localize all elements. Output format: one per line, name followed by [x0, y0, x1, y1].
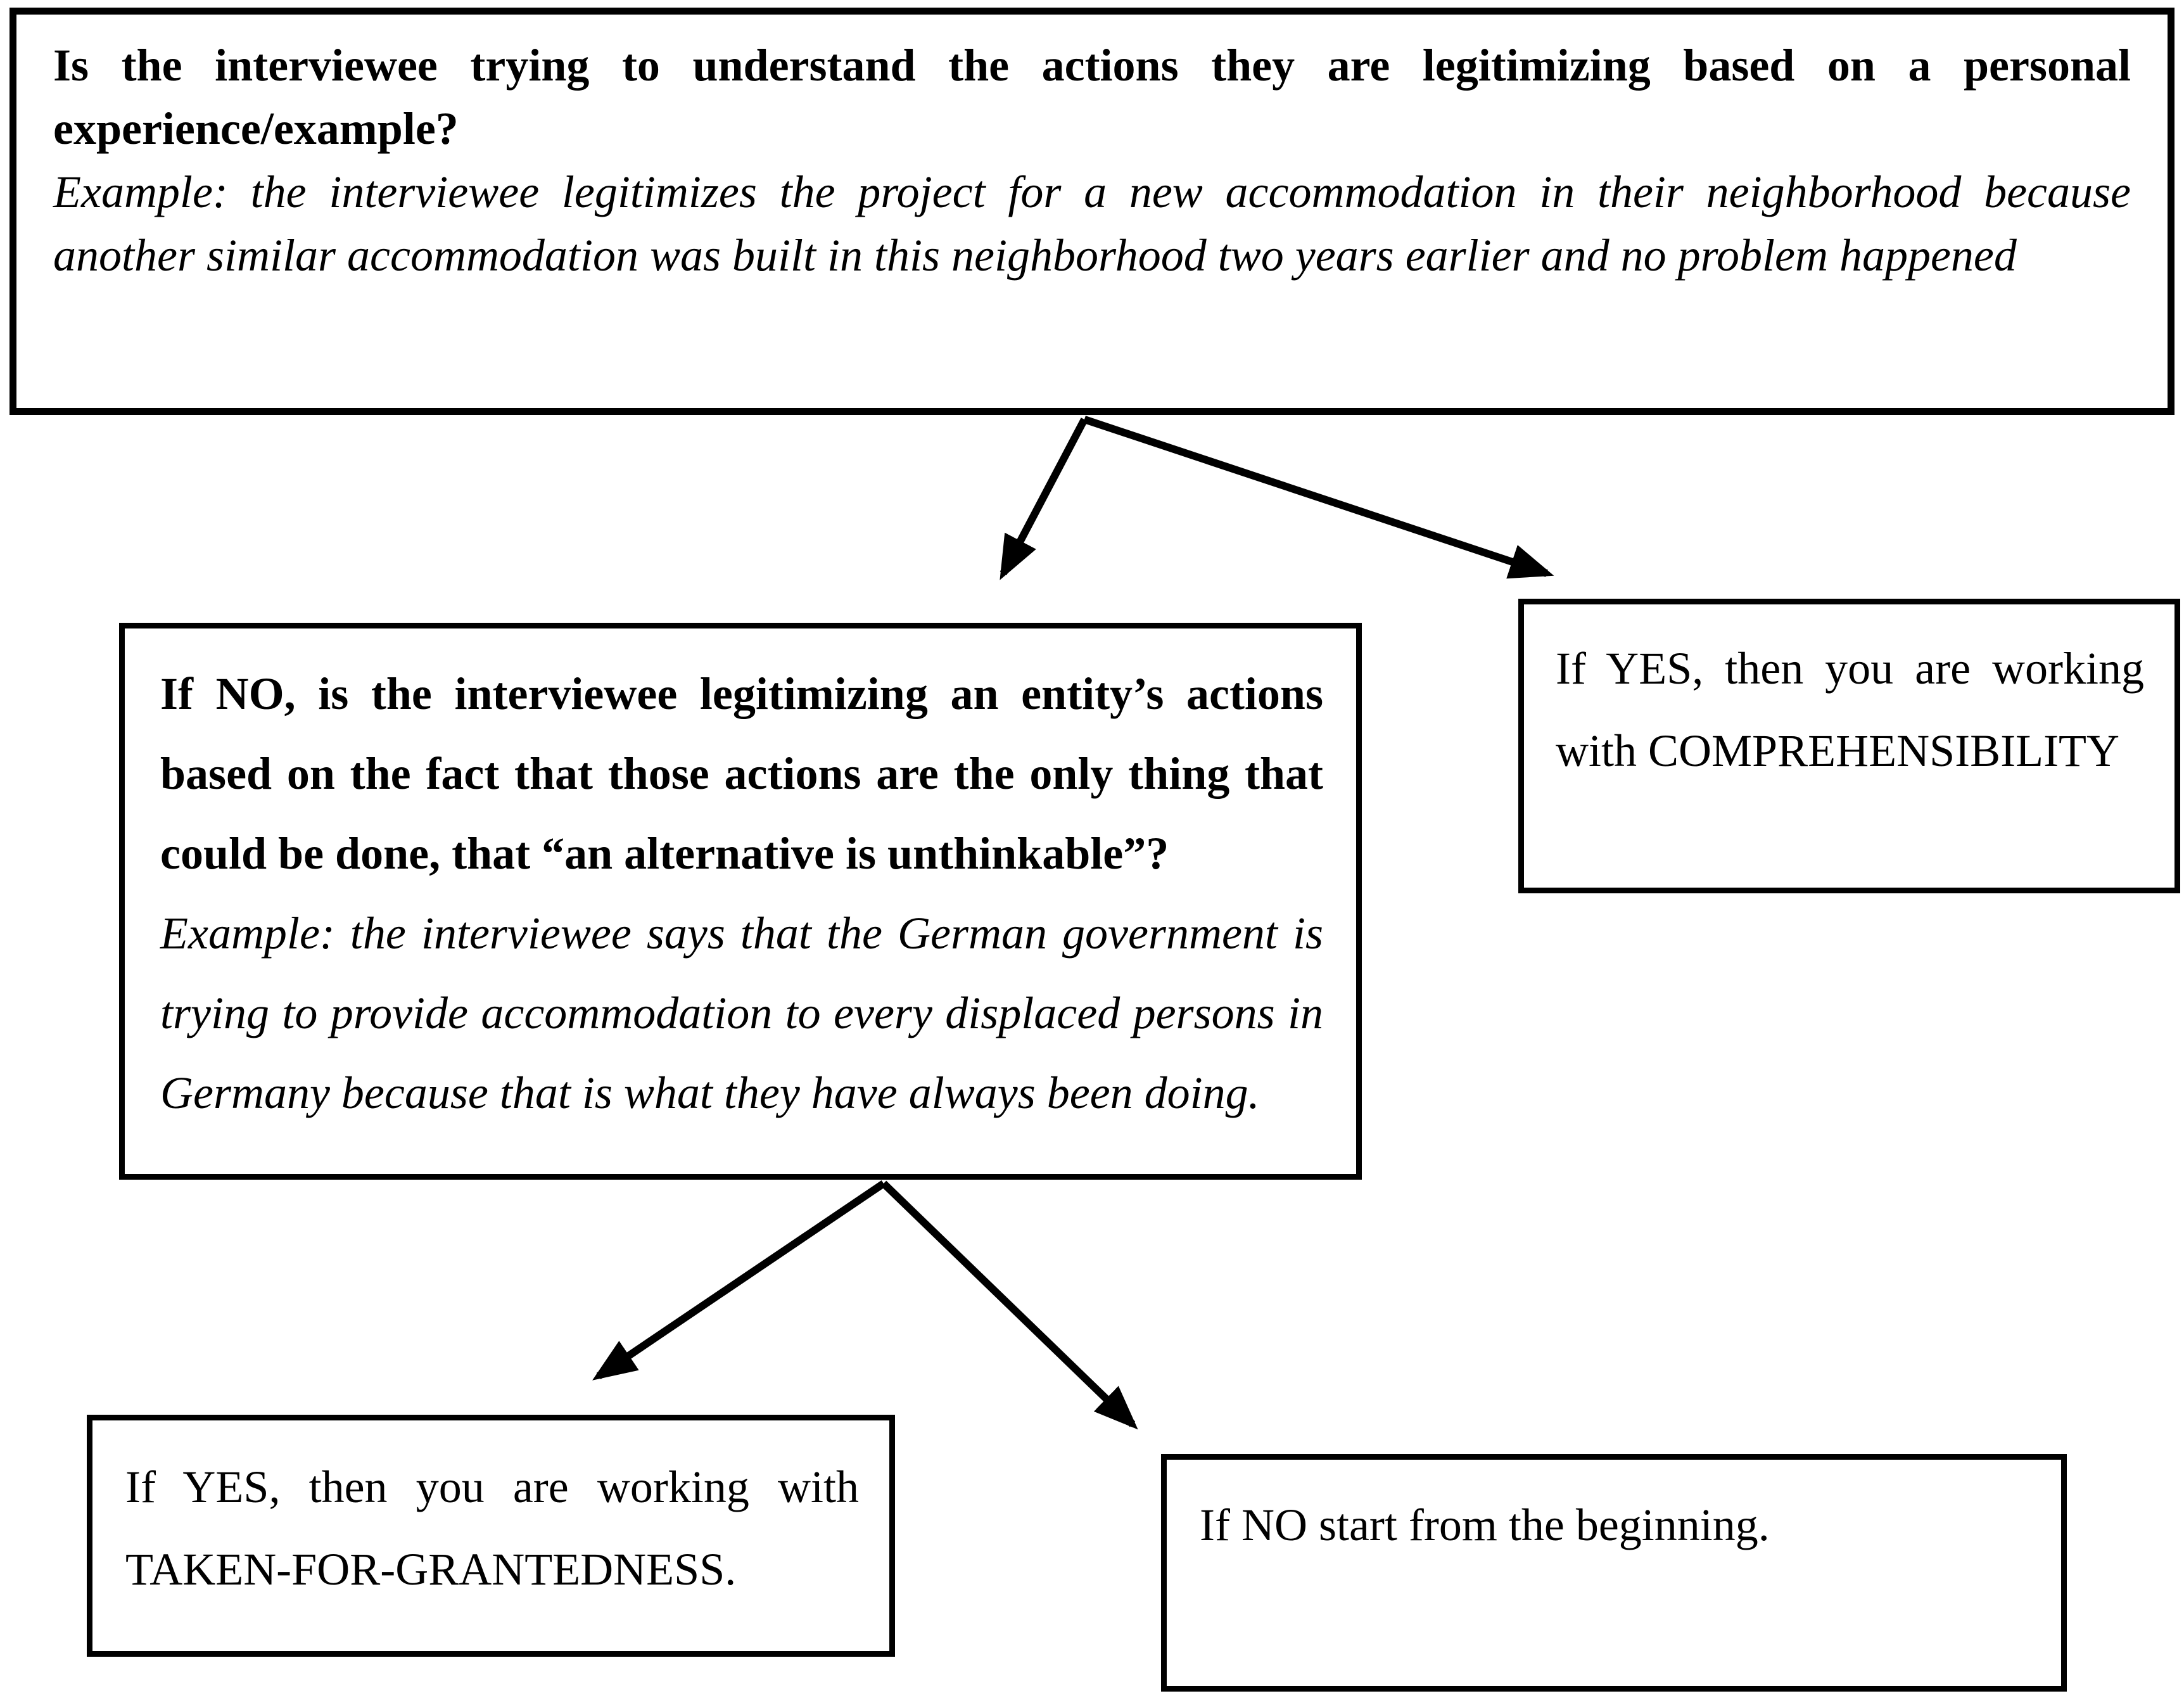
if-no-question-text: If NO, is the interviewee legitimizing a… [160, 668, 1323, 879]
comprehensibility-result-box: If YES, then you are working with COMPRE… [1518, 599, 2180, 893]
if-no-question-box: If NO, is the interviewee legitimizing a… [119, 623, 1362, 1180]
start-over-result-box: If NO start from the beginning. [1161, 1454, 2067, 1692]
top-question-box: Is the interviewee trying to understand … [10, 8, 2174, 415]
if-no-example-text: Example: the interviewee says that the G… [160, 908, 1323, 1118]
top-question-text: Is the interviewee trying to understand … [53, 40, 2131, 154]
taken-for-grantedness-result-text: If YES, then you are working with TAKEN-… [125, 1462, 859, 1595]
arrow-if-no-to-taken-for-grantedness [592, 1180, 886, 1381]
top-example-text: Example: the interviewee legitimizes the… [53, 167, 2131, 281]
taken-for-grantedness-result-box: If YES, then you are working with TAKEN-… [87, 1415, 895, 1657]
arrow-if-no-to-start-over [880, 1180, 1138, 1430]
arrow-top-to-comprehensibility [1083, 416, 1554, 579]
start-over-result-text: If NO start from the beginning. [1200, 1500, 1770, 1550]
arrow-top-to-if-no [1000, 418, 1088, 580]
comprehensibility-result-text: If YES, then you are working with COMPRE… [1556, 643, 2144, 776]
